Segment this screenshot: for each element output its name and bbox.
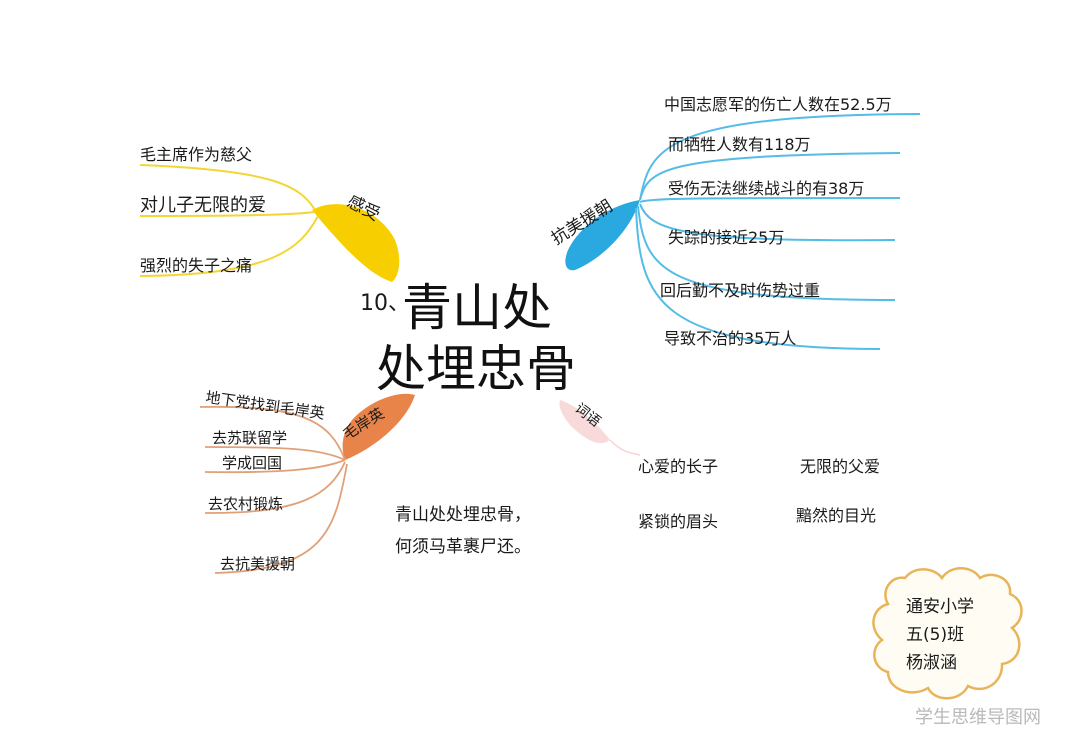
anying-item-4: 去农村锻炼 bbox=[208, 495, 283, 513]
anying-line-1 bbox=[199, 405, 346, 461]
center-number: 10、 bbox=[360, 291, 410, 316]
branch-words: 词语 心爱的长子 无限的父爱 紧锁的眉头 黯然的目光 bbox=[559, 400, 880, 531]
resist-line-4 bbox=[639, 203, 896, 242]
anying-branch-blob bbox=[342, 393, 415, 460]
cloud-outline bbox=[872, 567, 1023, 700]
feeling-branch-blob bbox=[312, 204, 400, 282]
anying-line-4 bbox=[204, 461, 346, 514]
branch-resist: 抗美援朝 中国志愿军的伤亡人数在52.5万 而牺牲人数有118万 受伤无法继续战… bbox=[548, 95, 921, 350]
anying-line-5 bbox=[214, 463, 348, 574]
anying-line-3 bbox=[204, 459, 346, 474]
anying-item-5: 去抗美援朝 bbox=[220, 555, 295, 573]
resist-line-1 bbox=[639, 113, 921, 201]
signature-school: 通安小学 bbox=[906, 597, 974, 617]
poem-line-1: 青山处处埋忠骨， bbox=[395, 505, 531, 525]
feeling-item-3: 强烈的失子之痛 bbox=[140, 256, 252, 275]
resist-item-1: 中国志愿军的伤亡人数在52.5万 bbox=[664, 95, 892, 114]
site-watermark: 学生思维导图网 bbox=[915, 707, 1041, 728]
center-title-line1: 青山处 bbox=[402, 279, 552, 337]
branch-anying: 毛岸英 地下党找到毛岸英 去苏联留学 学成回国 去农村锻炼 去抗美援朝 bbox=[199, 388, 415, 574]
feeling-line-2 bbox=[139, 211, 316, 217]
words-item-1: 心爱的长子 bbox=[638, 457, 718, 476]
feeling-line-3 bbox=[139, 215, 319, 277]
words-item-2: 无限的父爱 bbox=[800, 457, 880, 476]
resist-line-3 bbox=[639, 197, 901, 203]
resist-line-2 bbox=[639, 152, 901, 201]
resist-item-5: 回后勤不及时伤势过重 bbox=[660, 281, 820, 300]
anying-line-2 bbox=[204, 446, 346, 461]
words-item-3: 紧锁的眉头 bbox=[638, 512, 718, 531]
words-item-4: 黯然的目光 bbox=[796, 506, 876, 525]
poem: 青山处处埋忠骨， 何须马革裹尸还。 bbox=[395, 505, 531, 557]
resist-item-4: 失踪的接近25万 bbox=[668, 228, 784, 247]
resist-line-6 bbox=[635, 207, 881, 350]
anying-item-1: 地下党找到毛岸英 bbox=[204, 388, 325, 423]
branch-feeling: 感受 毛主席作为慈父 对儿子无限的爱 强烈的失子之痛 bbox=[139, 145, 400, 282]
feeling-item-2: 对儿子无限的爱 bbox=[140, 195, 266, 216]
feeling-item-1: 毛主席作为慈父 bbox=[140, 145, 252, 164]
signature-cloud: 通安小学 五(5)班 杨淑涵 bbox=[872, 567, 1023, 700]
anying-item-2: 去苏联留学 bbox=[212, 429, 287, 447]
center-title-line2: 处埋忠骨 bbox=[376, 340, 576, 398]
resist-item-3: 受伤无法继续战斗的有38万 bbox=[668, 179, 864, 198]
resist-branch-blob bbox=[565, 200, 640, 271]
resist-item-2: 而牺牲人数有118万 bbox=[668, 135, 811, 154]
feeling-line-1 bbox=[139, 164, 316, 211]
signature-class: 五(5)班 bbox=[906, 625, 964, 645]
words-branch-blob bbox=[559, 400, 610, 444]
signature-name: 杨淑涵 bbox=[906, 653, 957, 673]
center-topic: 10、 青山处 处埋忠骨 bbox=[360, 279, 576, 398]
words-line-1 bbox=[609, 439, 641, 456]
resist-item-6: 导致不治的35万人 bbox=[664, 329, 796, 348]
anying-item-3: 学成回国 bbox=[222, 454, 282, 472]
poem-line-2: 何须马革裹尸还。 bbox=[395, 537, 531, 557]
resist-line-5 bbox=[637, 205, 896, 301]
